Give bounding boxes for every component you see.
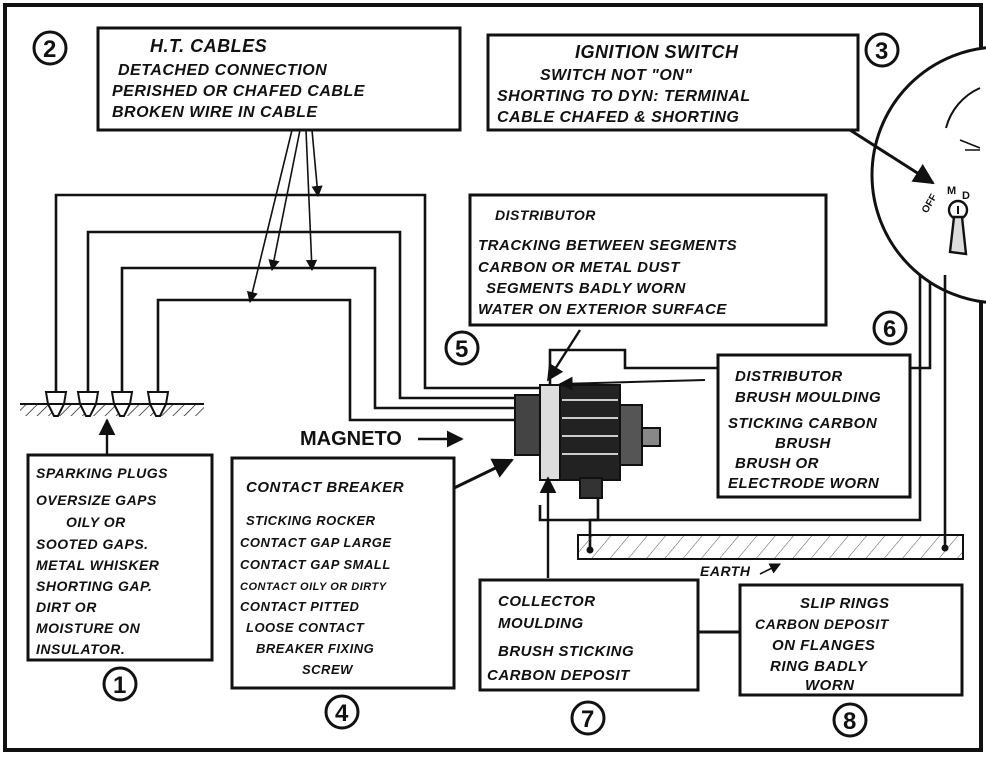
ht-arrows (246, 129, 323, 304)
collector-line: MOULDING (498, 615, 584, 632)
brush-line: BRUSH (775, 435, 832, 452)
number-1: 1 (113, 672, 126, 699)
number-badge-8: 8 (832, 702, 868, 738)
slip-rings-line: WORN (805, 677, 855, 694)
number-badge-4: 4 (324, 694, 360, 730)
ignition-switch-line: SWITCH NOT "ON" (540, 67, 692, 84)
ht-cables-line: PERISHED OR CHAFED CABLE (112, 83, 366, 100)
breaker-line: BREAKER FIXING (256, 641, 374, 656)
contact-breaker-box: CONTACT BREAKER STICKING ROCKER CONTACT … (230, 456, 456, 690)
number-badge-3: 3 (864, 32, 900, 68)
switch-arrow (849, 128, 935, 185)
breaker-line: CONTACT GAP LARGE (240, 535, 392, 550)
ignition-switch-heading: IGNITION SWITCH (575, 42, 739, 62)
collector-line: BRUSH STICKING (498, 643, 634, 660)
switch-m-label: M (947, 185, 956, 197)
brush-line: DISTRIBUTOR (735, 368, 843, 385)
ignition-switch-line: SHORTING TO DYN: TERMINAL (497, 88, 751, 105)
earth-plate (577, 534, 964, 560)
number-badge-6: 6 (872, 310, 908, 346)
number-4: 4 (335, 700, 349, 727)
number-badge-7: 7 (570, 700, 606, 736)
breaker-line: STICKING ROCKER (246, 513, 376, 528)
breaker-line: CONTACT BREAKER (246, 479, 404, 496)
plugs-line: SOOTED GAPS. (36, 536, 149, 552)
ignition-switch-line: CABLE CHAFED & SHORTING (497, 109, 739, 126)
number-3: 3 (875, 38, 888, 65)
brush-line: ELECTRODE WORN (728, 475, 880, 492)
sparking-plugs-box: SPARKING PLUGS OVERSIZE GAPS OILY OR SOO… (26, 453, 214, 662)
breaker-line: CONTACT PITTED (240, 599, 360, 614)
collector-line: CARBON DEPOSIT (487, 667, 631, 684)
distributor-line: CARBON OR METAL DUST (478, 259, 681, 276)
distributor-arrow (546, 329, 582, 382)
spark-plug-icon (146, 391, 170, 417)
magneto-drawing (514, 384, 661, 499)
breaker-line: CONTACT OILY OR DIRTY (240, 581, 388, 593)
spark-plug-icon (76, 391, 100, 417)
distributor-heading: DISTRIBUTOR (495, 207, 596, 223)
distributor-line: WATER ON EXTERIOR SURFACE (478, 301, 727, 318)
spark-plugs-ground (20, 391, 204, 417)
number-badge-5: 5 (444, 330, 480, 366)
ht-cables-line: DETACHED CONNECTION (118, 62, 327, 79)
magneto-label: MAGNETO (300, 428, 402, 450)
breaker-line: LOOSE CONTACT (246, 620, 365, 635)
slip-rings-line: ON FLANGES (772, 637, 875, 654)
brush-arrow (558, 376, 706, 391)
plugs-line: MOISTURE ON (36, 620, 141, 636)
ignition-switch-box: IGNITION SWITCH SWITCH NOT "ON" SHORTING… (486, 33, 860, 132)
switch-d-label: D (962, 190, 970, 202)
key-switch-icon (947, 199, 969, 256)
plugs-line: SPARKING PLUGS (36, 465, 168, 481)
number-6: 6 (883, 316, 896, 343)
ht-cables-box: H.T. CABLES DETACHED CONNECTION PERISHED… (96, 26, 462, 132)
slip-rings-line: RING BADLY (770, 658, 869, 675)
plugs-line: INSULATOR. (36, 641, 125, 657)
plugs-line: SHORTING GAP. (36, 578, 152, 594)
breaker-arrow (449, 458, 514, 492)
slip-rings-line: CARBON DEPOSIT (755, 616, 890, 632)
distributor-box: DISTRIBUTOR TRACKING BETWEEN SEGMENTS CA… (468, 193, 828, 327)
slip-rings-line: SLIP RINGS (800, 595, 889, 612)
earth-label: EARTH (700, 563, 751, 579)
collector-line: COLLECTOR (498, 593, 596, 610)
distributor-line: TRACKING BETWEEN SEGMENTS (478, 237, 737, 254)
distributor-brush-box: DISTRIBUTOR BRUSH MOULDING STICKING CARB… (716, 353, 912, 499)
ht-cables-line: BROKEN WIRE IN CABLE (112, 104, 318, 121)
spark-plug-icon (110, 391, 134, 417)
number-5: 5 (455, 336, 468, 363)
plugs-line: METAL WHISKER (36, 557, 160, 573)
collector-box: COLLECTOR MOULDING BRUSH STICKING CARBON… (478, 578, 700, 692)
outer-frame (3, 3, 983, 752)
ht-cables-heading: H.T. CABLES (150, 36, 267, 56)
distributor-line: SEGMENTS BADLY WORN (486, 280, 686, 297)
plugs-line: OVERSIZE GAPS (36, 492, 157, 508)
brush-line: STICKING CARBON (728, 415, 878, 432)
slip-rings-box: SLIP RINGS CARBON DEPOSIT ON FLANGES RIN… (738, 583, 964, 697)
brush-line: BRUSH OR (735, 455, 819, 472)
number-badge-1: 1 (102, 666, 138, 702)
breaker-line: CONTACT GAP SMALL (240, 557, 391, 572)
earth-arrow (759, 563, 782, 575)
ignition-dial: OFF M D (870, 46, 986, 304)
number-7: 7 (581, 706, 594, 733)
ht-wires (54, 193, 947, 550)
plugs-line: OILY OR (66, 514, 126, 530)
breaker-line: SCREW (302, 662, 354, 677)
plugs-line: DIRT OR (36, 599, 97, 615)
number-8: 8 (843, 708, 856, 735)
spark-plug-icon (44, 391, 68, 417)
number-badge-2: 2 (32, 30, 68, 66)
brush-line: BRUSH MOULDING (735, 389, 881, 406)
number-2: 2 (43, 36, 56, 63)
